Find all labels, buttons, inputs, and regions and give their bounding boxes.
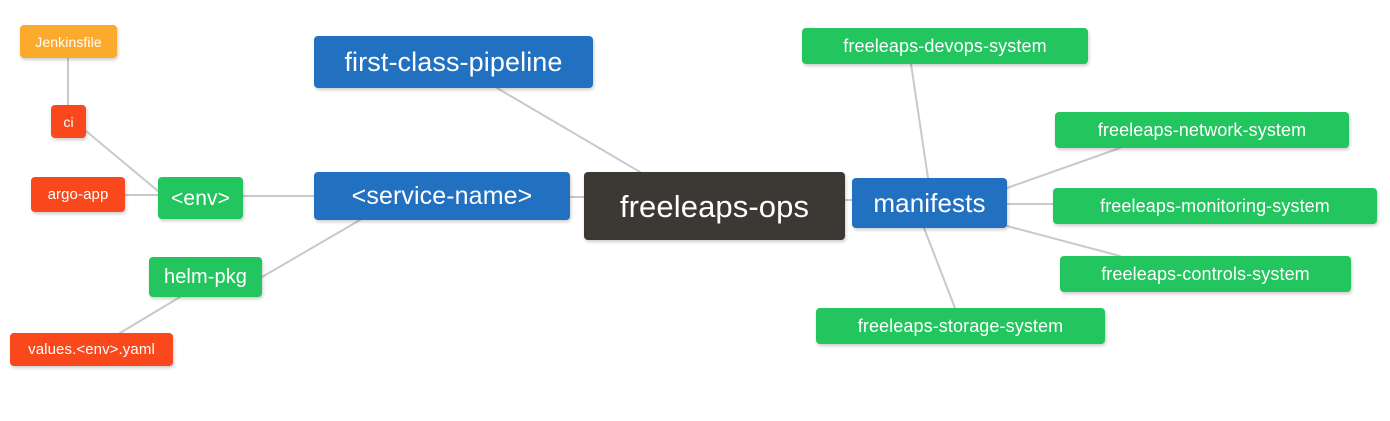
- node-label-ci: ci: [63, 113, 74, 130]
- node-label-freeleaps-devops-system: freeleaps-devops-system: [843, 36, 1047, 56]
- node-freeleaps-devops-system[interactable]: freeleaps-devops-system: [802, 28, 1088, 64]
- node-label-manifests: manifests: [873, 188, 986, 218]
- node-label-freeleaps-monitoring-system: freeleaps-monitoring-system: [1100, 196, 1330, 216]
- edge-helm-pkg-to-service-name: [261, 219, 361, 278]
- node-label-freeleaps-ops: freeleaps-ops: [619, 188, 810, 224]
- node-jenkinsfile[interactable]: Jenkinsfile: [20, 25, 117, 58]
- node-service-name[interactable]: <service-name>: [314, 172, 570, 220]
- edge-first-class-pipeline-to-freeleaps-ops: [496, 87, 641, 173]
- node-label-service-name: <service-name>: [351, 181, 533, 210]
- node-label-freeleaps-storage-system: freeleaps-storage-system: [857, 316, 1064, 336]
- node-label-env: <env>: [171, 186, 230, 210]
- node-freeleaps-controls-system[interactable]: freeleaps-controls-system: [1060, 256, 1351, 292]
- node-freeleaps-storage-system[interactable]: freeleaps-storage-system: [816, 308, 1105, 344]
- node-freeleaps-network-system[interactable]: freeleaps-network-system: [1055, 112, 1349, 148]
- node-freeleaps-monitoring-system[interactable]: freeleaps-monitoring-system: [1053, 188, 1377, 224]
- node-label-helm-pkg: helm-pkg: [163, 266, 248, 288]
- node-helm-pkg[interactable]: helm-pkg: [149, 257, 262, 297]
- edge-manifests-to-freeleaps-devops-system: [910, 63, 929, 179]
- edge-values-yaml-to-helm-pkg: [119, 296, 181, 334]
- edge-manifests-to-freeleaps-controls-system: [1006, 225, 1121, 257]
- node-argo-app[interactable]: argo-app: [31, 177, 125, 212]
- edge-manifests-to-freeleaps-network-system: [1006, 147, 1121, 189]
- edge-manifests-to-freeleaps-storage-system: [923, 227, 956, 309]
- node-label-jenkinsfile: Jenkinsfile: [35, 33, 102, 50]
- node-env[interactable]: <env>: [158, 177, 243, 219]
- node-label-first-class-pipeline: first-class-pipeline: [344, 46, 563, 77]
- node-first-class-pipeline[interactable]: first-class-pipeline: [314, 36, 593, 88]
- node-label-argo-app: argo-app: [47, 186, 109, 203]
- node-label-values-yaml: values.<env>.yaml: [28, 341, 155, 358]
- node-values-yaml[interactable]: values.<env>.yaml: [10, 333, 173, 366]
- node-label-freeleaps-network-system: freeleaps-network-system: [1097, 120, 1307, 140]
- node-manifests[interactable]: manifests: [852, 178, 1007, 228]
- node-label-freeleaps-controls-system: freeleaps-controls-system: [1101, 264, 1310, 284]
- node-freeleaps-ops[interactable]: freeleaps-ops: [584, 172, 845, 240]
- node-ci[interactable]: ci: [51, 105, 86, 138]
